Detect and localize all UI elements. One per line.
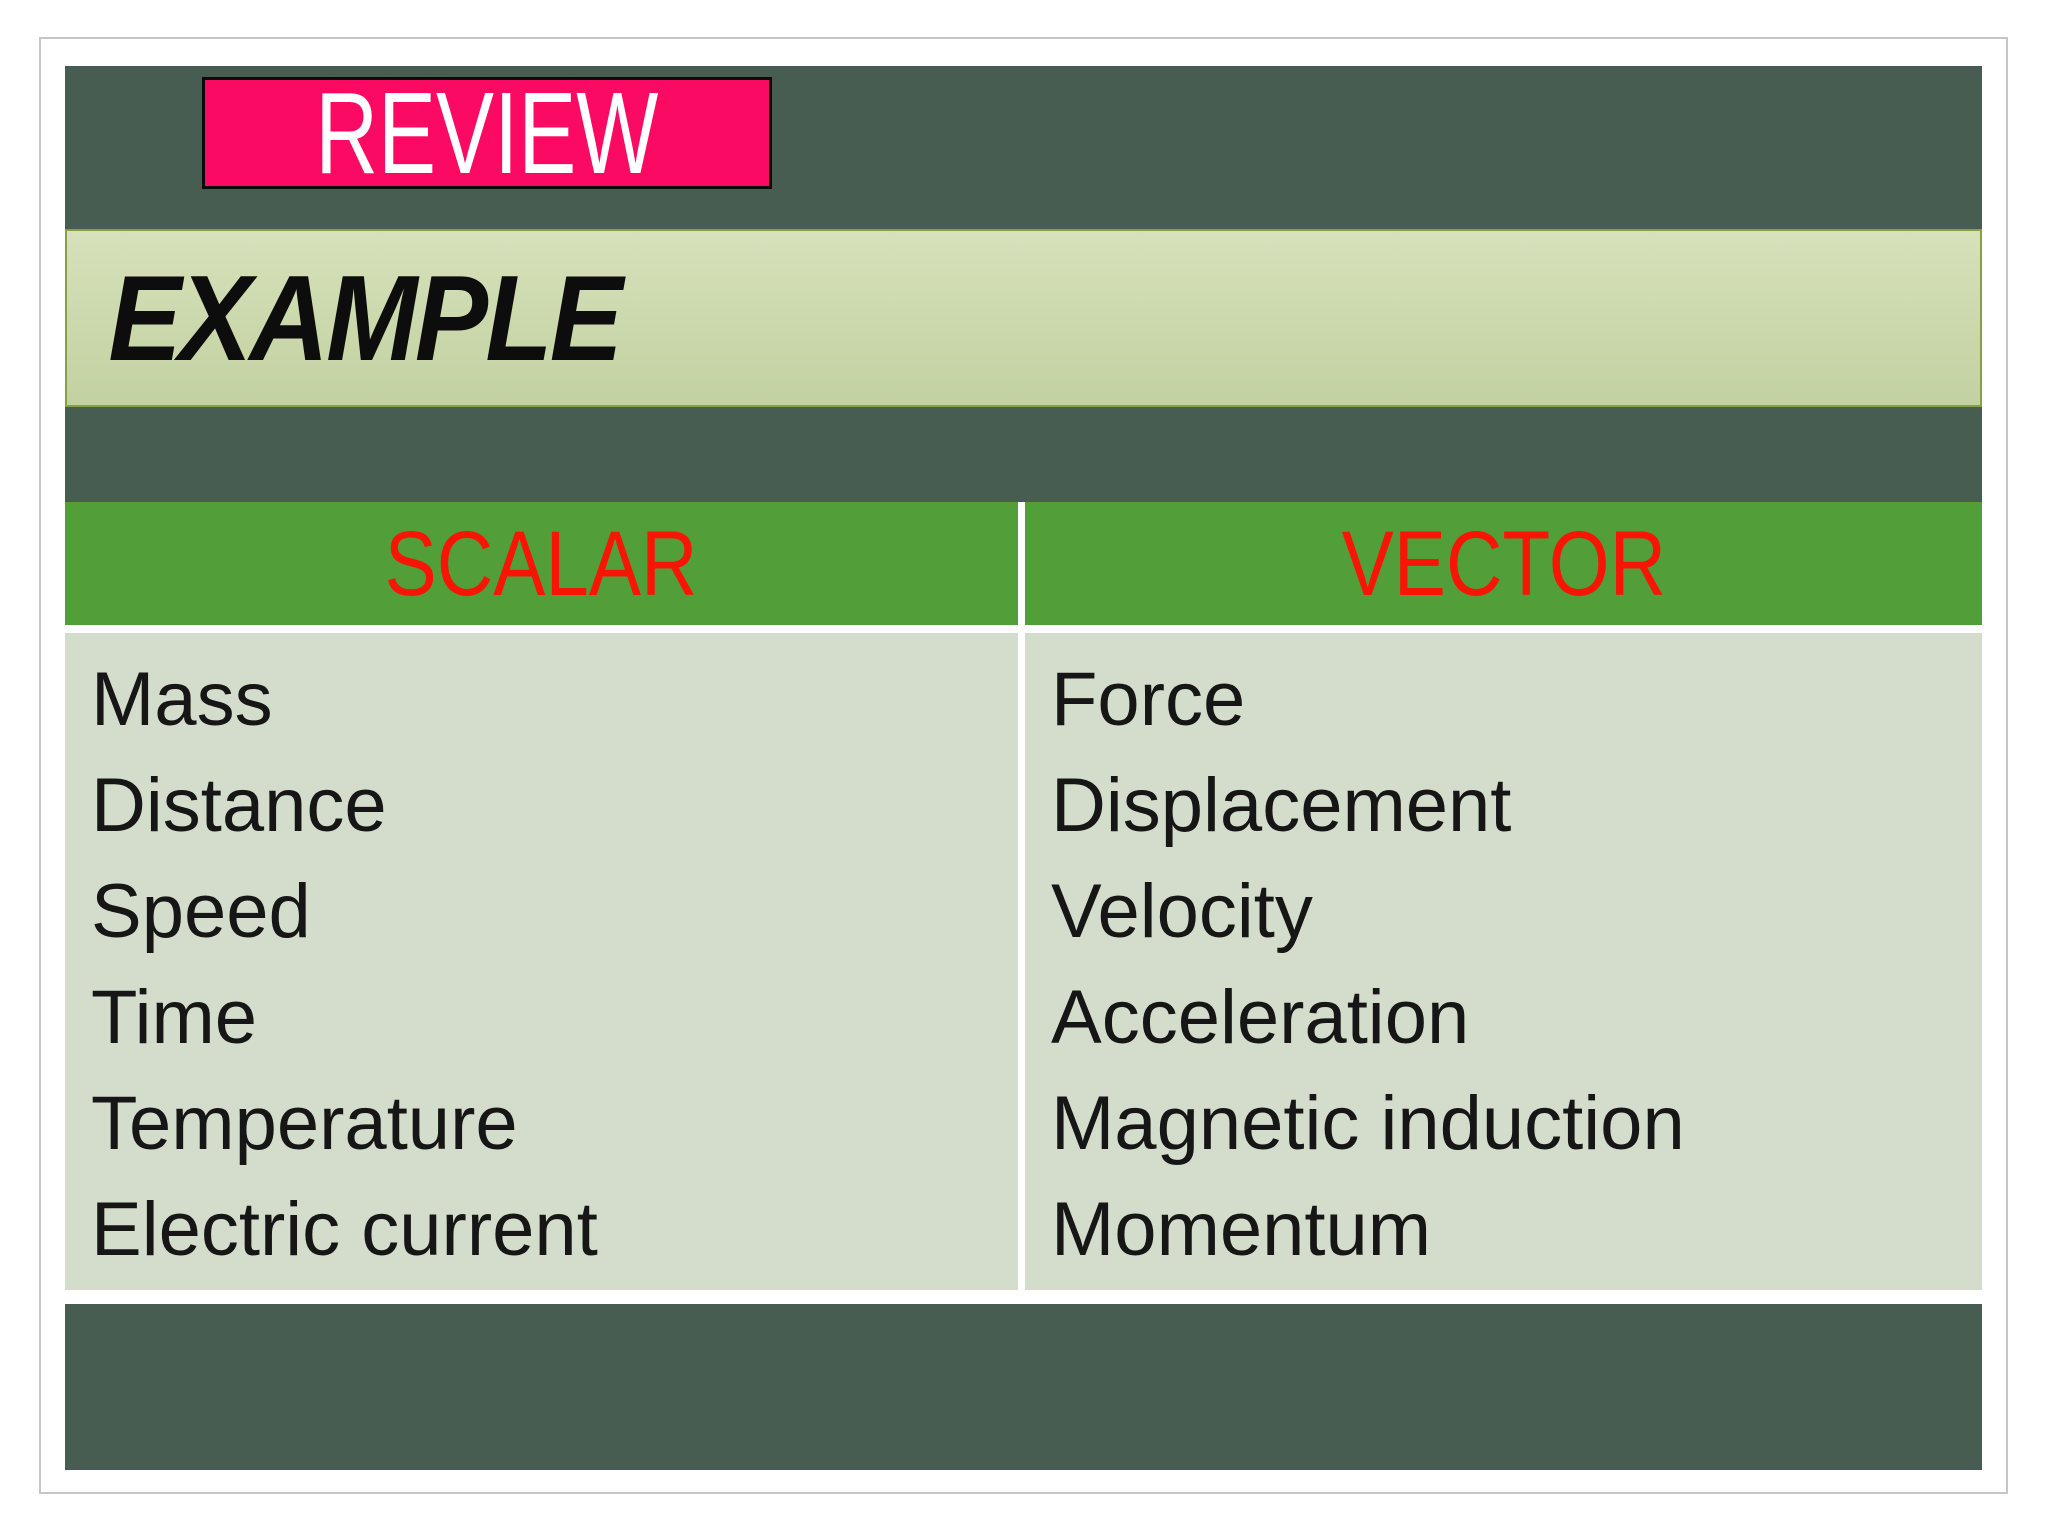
review-badge: REVIEW — [202, 68, 772, 198]
list-item: Velocity — [1051, 869, 1313, 954]
list-item: Temperature — [91, 1081, 518, 1166]
table-header-vector: VECTOR — [1025, 502, 1982, 625]
list-item: Mass — [91, 657, 273, 742]
scalar-cell: Mass Distance Speed Time Temperature Ele… — [65, 633, 1018, 1290]
table-header-scalar-label: SCALAR — [385, 512, 698, 615]
slide: REVIEW EXAMPLE SCALAR VECTOR Mass Distan… — [39, 37, 2008, 1494]
slide-title: EXAMPLE — [108, 250, 623, 386]
list-item: Acceleration — [1051, 975, 1470, 1060]
review-badge-label: REVIEW — [315, 68, 659, 198]
table-header-scalar: SCALAR — [65, 502, 1018, 625]
list-item: Speed — [91, 869, 311, 954]
list-item: Magnetic induction — [1051, 1081, 1685, 1166]
table-header-vector-label: VECTOR — [1341, 512, 1666, 615]
list-item: Time — [91, 975, 258, 1060]
list-item: Distance — [91, 763, 387, 848]
list-item: Force — [1051, 657, 1246, 742]
list-item: Electric current — [91, 1187, 598, 1272]
scalar-vector-table: SCALAR VECTOR Mass Distance Speed Time T… — [65, 502, 1982, 1304]
list-item: Displacement — [1051, 763, 1512, 848]
slide-dark-panel: REVIEW EXAMPLE SCALAR VECTOR Mass Distan… — [65, 66, 1982, 1470]
list-item: Momentum — [1051, 1187, 1432, 1272]
title-banner: EXAMPLE — [65, 229, 1982, 407]
vector-cell: Force Displacement Velocity Acceleration… — [1025, 633, 1982, 1290]
